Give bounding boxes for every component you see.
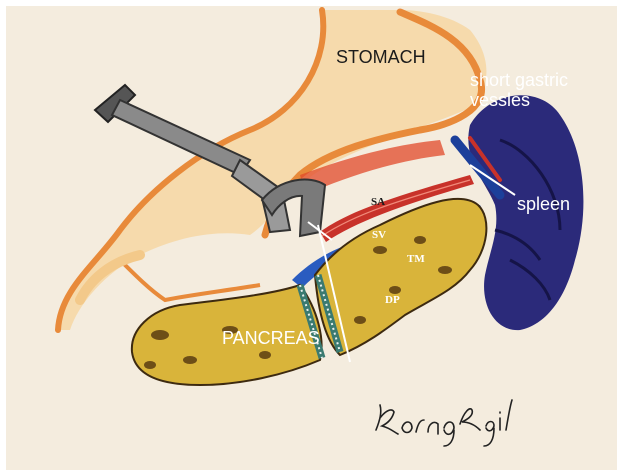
label-stomach: STOMACH xyxy=(336,47,426,67)
label-short-gastric-2: vessles xyxy=(470,90,530,110)
label-dp: DP xyxy=(385,294,400,306)
label-spleen: spleen xyxy=(517,194,570,214)
label-short-gastric-1: short gastric xyxy=(470,70,568,90)
label-tm: TM xyxy=(407,253,425,265)
label-splenic-artery: SA xyxy=(371,196,385,208)
label-pancreas: PANCREAS xyxy=(222,328,320,348)
label-splenic-vein: SV xyxy=(372,229,386,241)
